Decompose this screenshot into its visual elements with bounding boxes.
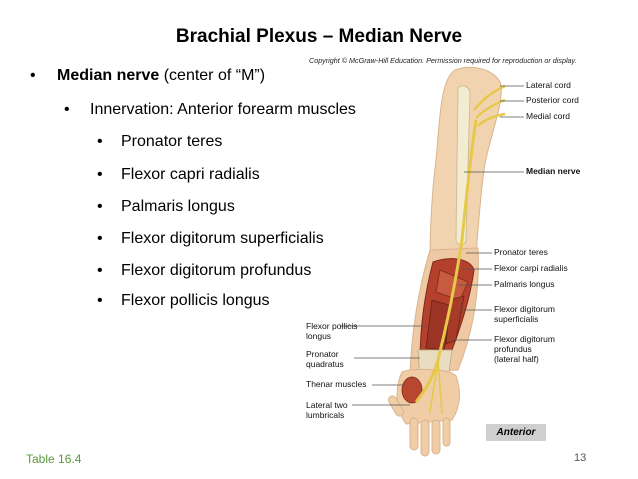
muscle-item: Flexor pollicis longus [121,292,270,309]
label-lateral-cord: Lateral cord [526,80,571,90]
sub-bullet: Innervation: Anterior forearm muscles [90,101,356,118]
copyright-notice: Copyright © McGraw-Hill Education. Permi… [309,56,577,65]
bullet-marker: • [97,230,103,247]
label-fds-line1: Flexor digitorum [494,304,555,314]
view-label-anterior: Anterior [486,424,546,441]
main-bullet-rest: (center of “M”) [159,67,266,84]
bullet-marker: • [97,262,103,279]
label-fdp-line1: Flexor digitorum [494,334,555,344]
bullet-marker: • [97,198,103,215]
bullet-marker: • [97,166,103,183]
muscle-item: Flexor digitorum profundus [121,262,312,279]
main-bullet: Median nerve (center of “M”) [57,67,265,85]
table-reference: Table 16.4 [26,452,82,466]
bullet-marker: • [64,101,70,118]
label-pq-line2: quadratus [306,359,344,369]
label-fdp-line2: profundus [494,344,532,354]
muscle-item: Pronator teres [121,133,223,150]
label-lumbricals-line1: Lateral two [306,400,348,410]
label-pq-line1: Pronator [306,349,339,359]
muscle-item: Flexor digitorum superficialis [121,230,324,247]
bullet-marker: • [97,133,103,150]
label-flexor-carpi-radialis: Flexor carpi radialis [494,263,568,273]
label-pronator-teres: Pronator teres [494,247,548,257]
bullet-marker: • [30,67,36,84]
bullet-marker: • [97,292,103,309]
label-thenar-muscles: Thenar muscles [306,379,367,389]
page-number: 13 [574,452,587,464]
label-fds-line2: superficialis [494,314,539,324]
main-bullet-bold: Median nerve [57,67,160,84]
slide-title: Brachial Plexus – Median Nerve [175,26,463,47]
muscle-item: Flexor capri radialis [121,166,260,183]
label-median-nerve: Median nerve [526,166,581,176]
muscle-item: Palmaris longus [121,198,235,215]
label-fdp-line3: (lateral half) [494,354,539,364]
label-fpl-line1: Flexor pollicis [306,321,358,331]
label-palmaris-longus: Palmaris longus [494,279,555,289]
label-medial-cord: Medial cord [526,111,570,121]
label-fpl-line2: longus [306,331,332,341]
label-posterior-cord: Posterior cord [526,95,579,105]
label-lumbricals-line2: lumbricals [306,410,345,420]
